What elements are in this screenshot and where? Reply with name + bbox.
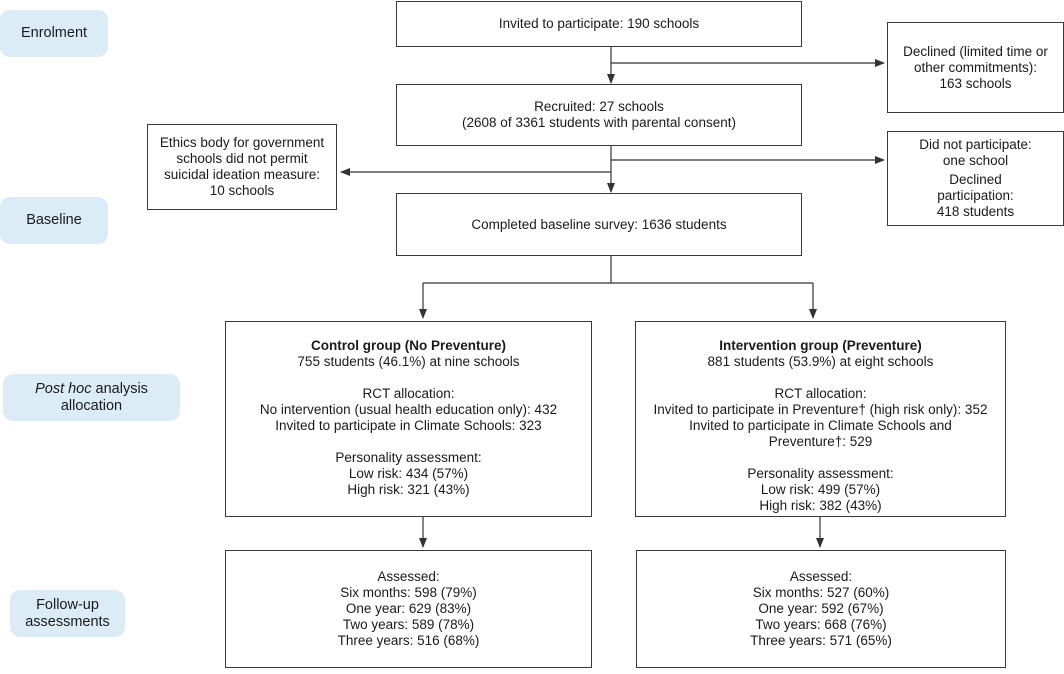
control-personality-heading: Personality assessment:: [335, 450, 482, 465]
control-subtitle: 755 students (46.1%) at nine schools: [297, 354, 520, 369]
followup-intervention-line: One year: 592 (67%): [758, 601, 884, 616]
stage-posthoc-italic: Post hoc: [35, 380, 92, 397]
followup-control-heading: Assessed:: [377, 569, 440, 584]
box-followup-intervention: Assessed: Six months: 527 (60%) One year…: [636, 550, 1006, 668]
intervention-rct-heading: RCT allocation:: [774, 386, 867, 401]
recruited-line: Recruited: 27 schools: [534, 99, 664, 114]
declined-participation-line: 418 students: [936, 204, 1015, 219]
stage-posthoc: Post hoc analysis allocation: [3, 374, 180, 421]
ethics-line: 10 schools: [209, 183, 275, 198]
box-control-group: Control group (No Preventure) 755 studen…: [225, 321, 592, 517]
ethics-line: suicidal ideation measure:: [163, 167, 321, 182]
control-title: Control group (No Preventure): [311, 338, 506, 353]
box-ethics: Ethics body for government schools did n…: [147, 124, 337, 210]
followup-intervention-line: Three years: 571 (65%): [750, 633, 892, 648]
followup-control-line: Two years: 589 (78%): [342, 617, 475, 632]
control-personality-line: Low risk: 434 (57%): [348, 466, 469, 481]
box-invited: Invited to participate: 190 schools: [396, 1, 802, 47]
box-declined-schools: Declined (limited time or other commitme…: [887, 22, 1064, 113]
intervention-rct-line: Preventure†: 529: [768, 434, 873, 449]
box-recruited: Recruited: 27 schools (2608 of 3361 stud…: [396, 84, 802, 146]
followup-intervention-line: Two years: 668 (76%): [755, 617, 887, 632]
stage-followup-line2: assessments: [25, 613, 110, 630]
stage-baseline: Baseline: [0, 197, 108, 244]
stage-enrolment: Enrolment: [0, 10, 108, 57]
followup-intervention-line: Six months: 527 (60%): [752, 585, 890, 600]
stage-posthoc-rest: analysis: [91, 380, 148, 397]
declined-participation-line: participation:: [937, 188, 1014, 203]
not-participate-line: one school: [942, 153, 1009, 168]
box-intervention-group: Intervention group (Preventure) 881 stud…: [635, 321, 1006, 517]
followup-control-line: Six months: 598 (79%): [340, 585, 477, 600]
declined-schools-line: Declined (limited time or: [903, 43, 1048, 59]
ethics-line: schools did not permit: [176, 151, 308, 166]
declined-schools-line: 163 schools: [939, 75, 1012, 91]
not-participate-line: Did not participate:: [919, 137, 1032, 152]
control-personality-line: High risk: 321 (43%): [347, 482, 470, 497]
recruited-line: (2608 of 3361 students with parental con…: [462, 115, 736, 130]
intervention-personality-line: Low risk: 499 (57%): [760, 482, 881, 497]
intervention-rct-line: Invited to participate in Preventure† (h…: [653, 402, 988, 417]
stage-enrolment-label: Enrolment: [20, 25, 88, 41]
declined-participation-line: Declined: [949, 172, 1002, 187]
intervention-subtitle: 881 students (53.9%) at eight schools: [707, 354, 934, 369]
box-baseline-survey: Completed baseline survey: 1636 students: [396, 193, 802, 256]
stage-followup: Follow-up assessments: [10, 590, 125, 637]
followup-control-line: Three years: 516 (68%): [337, 633, 480, 648]
box-not-participated: Did not participate: one school Declined…: [887, 131, 1064, 226]
baseline-survey-text: Completed baseline survey: 1636 students: [471, 216, 727, 232]
intervention-personality-heading: Personality assessment:: [747, 466, 894, 481]
intervention-personality-line: High risk: 382 (43%): [759, 498, 882, 513]
followup-intervention-heading: Assessed:: [789, 569, 853, 584]
control-rct-line: No intervention (usual health education …: [259, 402, 558, 417]
control-rct-heading: RCT allocation:: [362, 386, 455, 401]
declined-schools-line: other commitments):: [913, 59, 1038, 75]
intervention-rct-line: Invited to participate in Climate School…: [689, 418, 952, 433]
box-followup-control: Assessed: Six months: 598 (79%) One year…: [225, 550, 592, 668]
stage-baseline-label: Baseline: [26, 212, 82, 228]
control-rct-line: Invited to participate in Climate School…: [275, 418, 542, 433]
stage-followup-line1: Follow-up: [36, 596, 99, 613]
intervention-title: Intervention group (Preventure): [719, 338, 922, 353]
ethics-line: Ethics body for government: [159, 135, 325, 150]
invited-text: Invited to participate: 190 schools: [498, 16, 700, 31]
followup-control-line: One year: 629 (83%): [345, 601, 472, 616]
stage-posthoc-line2: allocation: [60, 397, 123, 414]
